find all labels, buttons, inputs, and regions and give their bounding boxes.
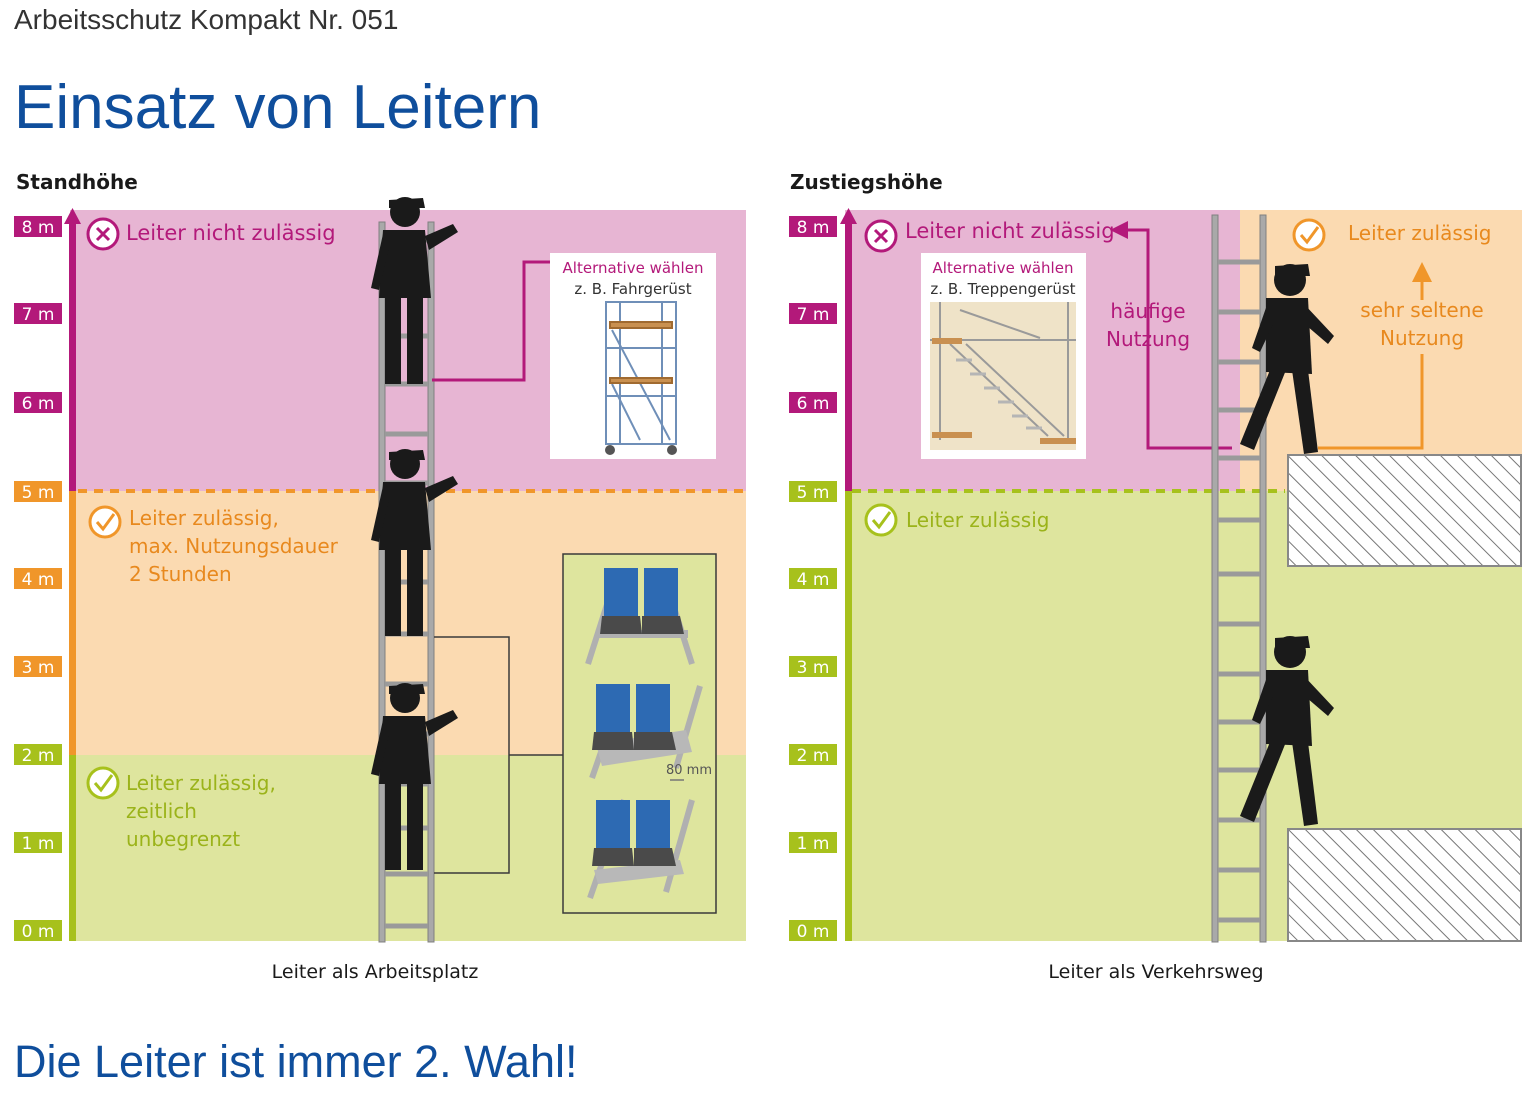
rung-detail-box: 80 mm — [562, 553, 717, 914]
left-heading: Standhöhe — [16, 170, 138, 194]
check-circle-icon — [86, 766, 120, 800]
left-label-limited: Leiter zulässig, max. Nutzungsdauer 2 St… — [88, 505, 339, 586]
right-label-not-allowed: Leiter nicht zulässig — [864, 219, 1115, 253]
check-circle-icon — [1292, 218, 1326, 252]
height-label — [14, 568, 62, 589]
stair-scaffold-image — [930, 302, 1076, 450]
height-label-text: 3 m — [797, 658, 830, 678]
height-label-text: 5 m — [797, 483, 830, 503]
height-label — [14, 656, 62, 677]
height-label — [789, 656, 837, 677]
series-title: Arbeitsschutz Kompakt Nr. 051 — [14, 4, 399, 35]
alternative-title: Alternative wählen — [563, 259, 704, 277]
frequent-use-text: Nutzung — [1106, 327, 1190, 351]
frequent-use-arrowhead — [1110, 221, 1128, 239]
height-label-text: 8 m — [797, 218, 830, 238]
right-label-rare-allowed: Leiter zulässig — [1292, 218, 1491, 252]
left-caption: Leiter als Arbeitsplatz — [272, 961, 479, 983]
right-label-allowed: Leiter zulässig — [864, 503, 1049, 537]
left-axis-green — [69, 755, 76, 941]
left-axis-magenta — [69, 223, 76, 491]
zone-text: Leiter zulässig — [906, 508, 1049, 532]
page-title: Einsatz von Leitern — [14, 73, 542, 142]
height-label-text: 8 m — [22, 218, 55, 238]
lower-platform — [1287, 828, 1522, 942]
alternative-title: Alternative wählen — [933, 259, 1074, 277]
height-label-text: 7 m — [797, 305, 830, 325]
check-circle-icon — [88, 505, 122, 539]
slogan: Die Leiter ist immer 2. Wahl! — [14, 1036, 578, 1087]
left-label-unlimited: Leiter zulässig, zeitlich unbegrenzt — [86, 766, 276, 851]
frequent-use-text: häufige — [1110, 299, 1185, 323]
height-label — [14, 481, 62, 502]
height-label — [789, 744, 837, 765]
zone-text: Leiter zulässig, — [129, 506, 279, 530]
alternative-subtitle: z. B. Fahrgerüst — [574, 280, 691, 298]
height-label-text: 2 m — [797, 746, 830, 766]
right-heading: Zustiegshöhe — [790, 170, 943, 194]
height-label-text: 0 m — [797, 922, 830, 942]
height-label — [14, 744, 62, 765]
zone-text: Leiter zulässig, — [126, 771, 276, 795]
rare-use-text: Nutzung — [1380, 326, 1464, 350]
rare-use-arrowhead — [1412, 262, 1432, 282]
right-axis-magenta — [845, 223, 852, 491]
frequent-use-path — [1128, 228, 1232, 450]
wide-rung-feet-image — [589, 684, 703, 779]
height-label-text: 6 m — [797, 394, 830, 414]
height-label — [789, 920, 837, 941]
zone-text: unbegrenzt — [126, 827, 240, 851]
height-label — [14, 832, 62, 853]
right-axis-green — [845, 491, 852, 941]
narrow-rung-feet-image — [587, 799, 695, 899]
height-label-text: 0 m — [22, 922, 55, 942]
height-label — [789, 832, 837, 853]
mobile-scaffold-image — [605, 301, 677, 455]
height-label — [14, 303, 62, 324]
right-ladder — [1211, 214, 1267, 943]
height-label — [789, 303, 837, 324]
zone-text: 2 Stunden — [129, 562, 232, 586]
height-label-text: 7 m — [22, 305, 55, 325]
height-label-text: 4 m — [22, 570, 55, 590]
left-alternative-connector — [432, 260, 550, 382]
left-height-scale: 8 m 7 m 6 m 5 m 4 m 3 m 2 m 1 m 0 m — [14, 216, 62, 942]
height-label-text: 6 m — [22, 394, 55, 414]
right-axis-arrowhead — [840, 208, 857, 224]
height-label — [789, 216, 837, 237]
upper-platform — [1287, 454, 1522, 567]
rare-use-text: sehr seltene — [1360, 298, 1483, 322]
right-height-scale: 8 m 7 m 6 m 5 m 4 m 3 m 2 m 1 m 0 m — [789, 216, 837, 942]
height-label-text: 2 m — [22, 746, 55, 766]
left-label-not-allowed: Leiter nicht zulässig — [86, 217, 336, 251]
height-label-text: 1 m — [22, 834, 55, 854]
zone-text: zeitlich — [126, 799, 197, 823]
rare-use-path — [1318, 354, 1424, 450]
left-axis-orange — [69, 491, 76, 755]
height-label-text: 1 m — [797, 834, 830, 854]
right-caption: Leiter als Verkehrsweg — [1048, 961, 1263, 983]
height-label — [789, 481, 837, 502]
zone-text: Leiter nicht zulässig — [905, 219, 1115, 243]
height-label — [14, 920, 62, 941]
zone-text: Leiter nicht zulässig — [126, 221, 336, 245]
left-alternative-box: Alternative wählen z. B. Fahrgerüst — [550, 253, 716, 459]
alternative-subtitle: z. B. Treppengerüst — [930, 280, 1075, 298]
height-label — [14, 392, 62, 413]
height-label — [789, 568, 837, 589]
left-axis-arrowhead — [64, 208, 81, 224]
height-label — [14, 216, 62, 237]
height-label — [789, 392, 837, 413]
step-ladder-feet-image — [585, 568, 695, 665]
zone-text: max. Nutzungsdauer — [129, 534, 339, 558]
zone-text: Leiter zulässig — [1348, 221, 1491, 245]
check-circle-icon — [864, 503, 898, 537]
height-label-text: 5 m — [22, 483, 55, 503]
height-label-text: 3 m — [22, 658, 55, 678]
right-alternative-box: Alternative wählen z. B. Treppengerüst — [921, 253, 1086, 459]
height-label-text: 4 m — [797, 570, 830, 590]
rung-depth-label: 80 mm — [666, 763, 712, 778]
